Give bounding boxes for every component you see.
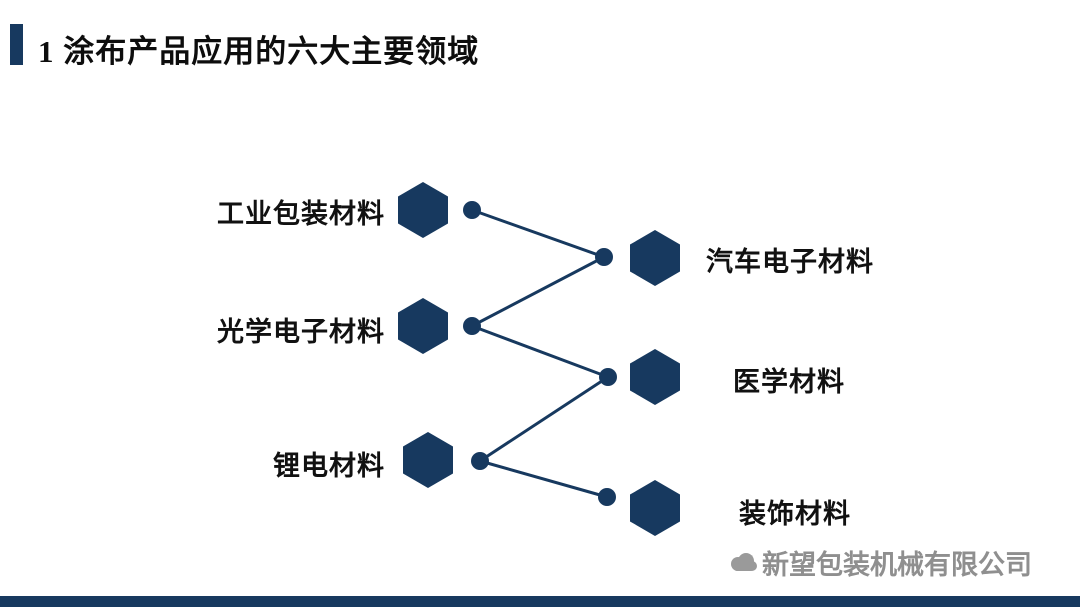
hexagon-automotive-electronics <box>630 230 680 286</box>
footer-bar <box>0 596 1080 607</box>
title-accent-bar <box>10 24 23 65</box>
node-label-industrial-packaging: 工业包装材料 <box>217 199 385 229</box>
hexagon-optical-electronics <box>398 298 448 354</box>
node-label-automotive-electronics: 汽车电子材料 <box>706 247 874 277</box>
node-label-decorative: 装饰材料 <box>739 499 851 529</box>
hexagon-lithium-battery <box>403 432 453 488</box>
node-label-medical: 医学材料 <box>733 367 845 397</box>
hexagon-industrial-packaging <box>398 182 448 238</box>
node-label-optical-electronics: 光学电子材料 <box>217 317 385 347</box>
company-logo-icon <box>731 552 757 571</box>
watermark: 新望包装机械有限公司 <box>728 543 1032 582</box>
hexagon-medical <box>630 349 680 405</box>
node-dots <box>463 201 617 506</box>
hexagon-decorative <box>630 480 680 536</box>
zigzag-lines <box>471 208 609 499</box>
node-label-lithium-battery: 锂电材料 <box>273 451 385 481</box>
watermark-text: 新望包装机械有限公司 <box>762 550 1032 580</box>
slide-title: 1 涂布产品应用的六大主要领域 <box>38 34 480 69</box>
